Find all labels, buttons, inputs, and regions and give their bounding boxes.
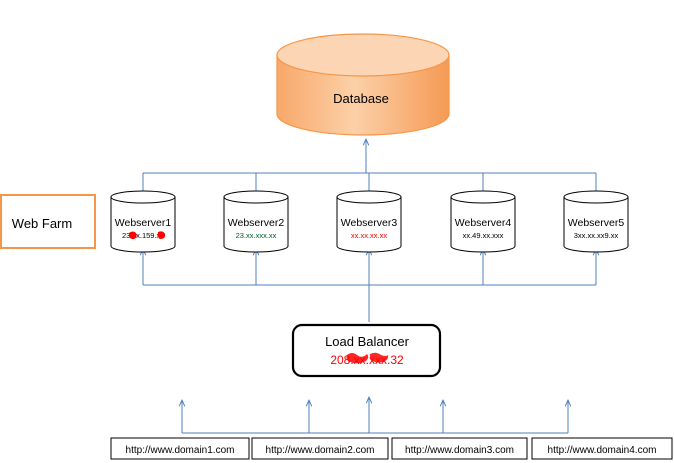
- domain-url[interactable]: http://www.domain4.com: [548, 445, 657, 456]
- domain-box-frame: [251, 437, 389, 460]
- webserver-cylinder-top: [563, 190, 629, 204]
- webserver-name: Webserver2: [228, 217, 285, 229]
- webserver-ip: xx.xx.xx.xx: [351, 231, 388, 240]
- connector-lines: [143, 139, 596, 434]
- webserver-name: Webserver1: [115, 217, 172, 229]
- web-servers: Webserver1 23.xx.159.xx Webserver2 23.xx.xx…: [110, 190, 629, 253]
- domain-box-4: http://www.domain4.com: [531, 437, 673, 460]
- webserver-cylinder-top: [336, 190, 402, 204]
- database-cylinder: Database: [276, 33, 450, 136]
- load-balancer-redaction-1: [346, 353, 369, 364]
- domain-url[interactable]: http://www.domain3.com: [405, 445, 514, 456]
- webserver-name: Webserver3: [341, 217, 398, 229]
- web-farm-label: Web Farm: [12, 216, 72, 231]
- load-balancer-label: Load Balancer: [325, 334, 410, 349]
- webserver-2: Webserver2 23.xx.xxx.xx: [223, 190, 289, 253]
- webserver-cylinder-top: [110, 190, 176, 204]
- webserver-cylinder-top: [223, 190, 289, 204]
- webserver-cylinder-top: [450, 190, 516, 204]
- webserver-5: Webserver5 3xx.xx.xx9.xx: [563, 190, 629, 253]
- database-body: [276, 54, 450, 136]
- domain-boxes: http://www.domain1.com http://www.domain2…: [110, 437, 673, 460]
- webserver-ip-redaction: [129, 231, 137, 240]
- webserver-ip-redaction: [157, 231, 166, 239]
- webserver-ip: 23.xx.xxx.xx: [236, 231, 277, 240]
- database-top: [276, 33, 450, 77]
- webserver-ip: xx.49.xx.xxx: [463, 231, 504, 240]
- domain-box-1: http://www.domain1.com: [110, 437, 250, 460]
- webserver-cylinder-body: [336, 196, 402, 253]
- database-label: Database: [333, 91, 389, 106]
- load-balancer-box: Load Balancer 208.xx.xxx.32: [291, 323, 442, 378]
- domain-box-frame: [531, 437, 673, 460]
- domain-box-frame: [110, 437, 250, 460]
- webserver-3: Webserver3 xx.xx.xx.xx: [336, 190, 402, 253]
- domain-url[interactable]: http://www.domain1.com: [126, 445, 235, 456]
- webserver-cylinder-body: [450, 196, 516, 253]
- load-balancer-redaction-2: [370, 352, 389, 363]
- webserver-cylinder-body: [223, 196, 289, 253]
- domain-box-2: http://www.domain2.com: [251, 437, 389, 460]
- webserver-1: Webserver1 23.xx.159.xx: [110, 190, 176, 253]
- web-farm-box: Web Farm: [0, 194, 96, 249]
- webserver-cylinder-body: [563, 196, 629, 253]
- webserver-ip: 23.xx.159.xx: [122, 231, 164, 240]
- domain-url[interactable]: http://www.domain2.com: [266, 445, 375, 456]
- domain-box-3: http://www.domain3.com: [391, 437, 528, 460]
- webserver-name: Webserver4: [455, 217, 512, 229]
- webserver-name: Webserver5: [568, 217, 625, 229]
- webserver-4: Webserver4 xx.49.xx.xxx: [450, 190, 516, 253]
- domain-box-frame: [391, 437, 528, 460]
- webserver-ip: 3xx.xx.xx9.xx: [574, 231, 619, 240]
